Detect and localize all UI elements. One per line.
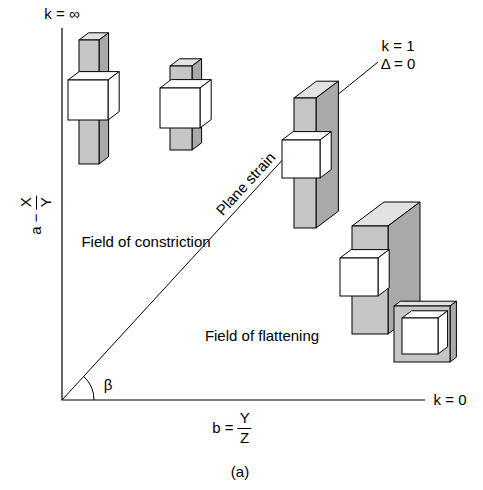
plane-strain-line <box>62 141 300 400</box>
caption: (a) <box>231 464 249 481</box>
fraction: YZ <box>238 410 252 446</box>
field-label: Field of flattening <box>205 328 319 345</box>
cube-shape <box>340 250 389 296</box>
k-value-label: k = ∞ <box>44 6 79 23</box>
axis-name-slot: a − <box>28 213 45 234</box>
axis-name: b = <box>212 419 233 436</box>
k-value-label: Δ = 0 <box>381 56 416 73</box>
axis-name: a − <box>27 213 44 234</box>
cube-shape <box>160 80 211 128</box>
k-value-label: k = 0 <box>434 392 467 409</box>
fraction-numerator: Y <box>238 410 252 429</box>
fraction-numerator: X <box>18 195 37 209</box>
axis-label: a − XY <box>18 195 54 234</box>
angle-label: β <box>104 377 113 394</box>
plate-shape <box>394 301 456 362</box>
axis-name-slot: b = <box>212 420 233 437</box>
fraction-denominator: Y <box>37 195 55 209</box>
field-label: Field of constriction <box>81 234 210 251</box>
cube-shape <box>68 72 119 120</box>
fraction-denominator: Z <box>238 429 251 447</box>
k-value-label: k = 1 <box>382 38 415 55</box>
axes <box>62 28 425 400</box>
angle-arc <box>84 376 94 400</box>
cube-shape <box>402 311 448 354</box>
axis-label: b = YZ <box>212 410 251 446</box>
leader-line <box>336 62 378 96</box>
k-value-label: Plane strain <box>212 148 280 220</box>
fraction: XY <box>18 195 54 209</box>
cube-shape <box>282 132 331 178</box>
